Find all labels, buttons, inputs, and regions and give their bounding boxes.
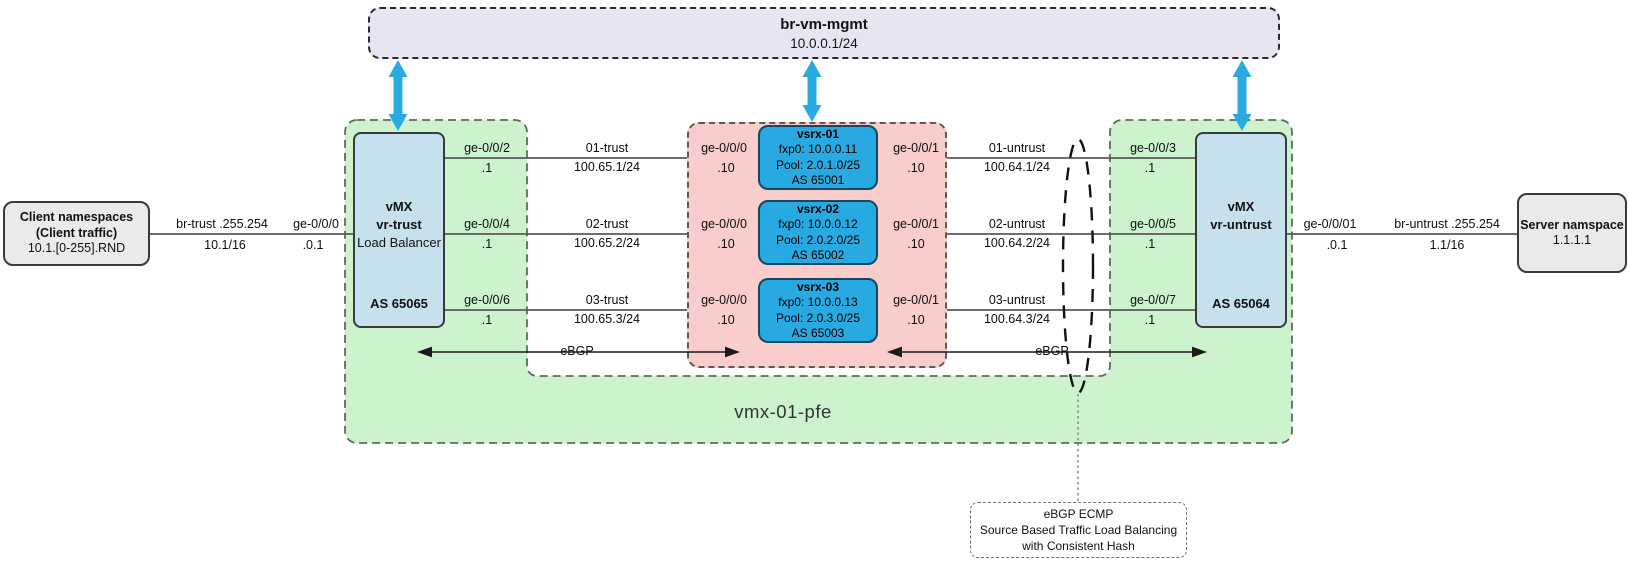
mgmt-bridge-name: br-vm-mgmt (780, 15, 868, 33)
trust3-vsrx-if: ge-0/0/0 (701, 292, 747, 307)
trust2-vsrx-if: ge-0/0/0 (701, 216, 747, 231)
trust2-subnet: 100.65.2/24 (573, 235, 641, 250)
untrust2-vsrx-if: ge-0/0/1 (893, 216, 939, 231)
untrust1-vsrx-if: ge-0/0/1 (893, 140, 939, 155)
ecmp-note-line3: with Consistent Hash (1022, 539, 1135, 553)
trust3-vmx-ip: .1 (481, 312, 493, 327)
vsrx-03-asn: AS 65003 (791, 326, 845, 340)
untrust3-vmx-ip: .1 (1144, 312, 1156, 327)
client-link-subnet: 10.1/16 (204, 237, 246, 252)
client-line2: (Client traffic) (35, 225, 118, 240)
ebgp-left-label: eBGP (560, 343, 594, 358)
vsrx-01-name: vsrx-01 (796, 126, 840, 141)
vmx-trust-title: vMX (385, 199, 413, 214)
server-link-name: br-untrust .255.254 (1394, 216, 1500, 231)
vsrx-03-box: vsrx-03 fxp0: 10.0.0.13 Pool: 2.0.3.0/25… (758, 278, 878, 343)
untrust2-vsrx-ip: .10 (907, 236, 925, 251)
ecmp-note-box: eBGP ECMP Source Based Traffic Load Bala… (970, 502, 1187, 558)
pfe-zone-label: vmx-01-pfe (734, 400, 832, 422)
untrust1-subnet: 100.64.1/24 (983, 159, 1051, 174)
ecmp-note-line1: eBGP ECMP (1043, 507, 1114, 521)
vmx-trust-asn: AS 65065 (370, 296, 428, 311)
vsrx-02-asn: AS 65002 (791, 248, 845, 262)
vmx-trust-role: vr-trust (376, 217, 422, 232)
untrust1-vsrx-ip: .10 (907, 160, 925, 175)
untrust3-vsrx-ip: .10 (907, 312, 925, 327)
trust1-vmx-ip: .1 (481, 160, 493, 175)
vmx-vr-trust-box: vMX vr-trust Load Balancer AS 65065 (353, 132, 445, 328)
vsrx-02-fxp0: fxp0: 10.0.0.12 (778, 217, 858, 231)
client-link-name: br-trust .255.254 (176, 216, 268, 231)
client-line1: Client namespaces (19, 210, 134, 225)
trust3-vsrx-ip: .10 (717, 312, 735, 327)
vmx-trust-function: Load Balancer (357, 235, 441, 250)
vsrx-02-pool: Pool: 2.0.2.0/25 (775, 232, 861, 247)
trust1-subnet: 100.65.1/24 (573, 159, 641, 174)
untrust1-net: 01-untrust (988, 140, 1046, 155)
client-link-vmx-ip: .0.1 (302, 237, 324, 252)
trust1-vsrx-if: ge-0/0/0 (701, 140, 747, 155)
vsrx-01-fxp0: fxp0: 10.0.0.11 (778, 142, 858, 156)
untrust3-net: 03-untrust (988, 292, 1046, 307)
vsrx-03-pool: Pool: 2.0.3.0/25 (775, 310, 861, 325)
untrust3-vsrx-if: ge-0/0/1 (893, 292, 939, 307)
server-link-vmx-ip: .0.1 (1326, 237, 1348, 252)
trust2-vmx-ip: .1 (481, 236, 493, 251)
trust3-vmx-if: ge-0/0/6 (464, 292, 510, 307)
client-namespace-box: Client namespaces (Client traffic) 10.1.… (3, 201, 150, 266)
vmx-untrust-role: vr-untrust (1210, 217, 1272, 232)
untrust2-subnet: 100.64.2/24 (983, 235, 1051, 250)
trust2-vsrx-ip: .10 (717, 236, 735, 251)
mgmt-bridge-ip: 10.0.0.1/24 (790, 35, 858, 51)
untrust1-vmx-if: ge-0/0/3 (1130, 140, 1176, 155)
trust2-vmx-if: ge-0/0/4 (464, 216, 510, 231)
ecmp-ellipse (1061, 137, 1095, 395)
mgmt-bridge-box: br-vm-mgmt 10.0.0.1/24 (368, 7, 1280, 59)
vsrx-01-asn: AS 65001 (791, 173, 845, 187)
untrust3-subnet: 100.64.3/24 (983, 311, 1051, 326)
untrust2-vmx-if: ge-0/0/5 (1130, 216, 1176, 231)
server-namespace-box: Server namspace 1.1.1.1 (1517, 193, 1627, 273)
server-line1: Server namspace (1520, 217, 1624, 232)
untrust1-vmx-ip: .1 (1144, 160, 1156, 175)
vsrx-01-box: vsrx-01 fxp0: 10.0.0.11 Pool: 2.0.1.0/25… (758, 125, 878, 190)
vsrx-01-pool: Pool: 2.0.1.0/25 (775, 157, 861, 172)
trust1-vmx-if: ge-0/0/2 (464, 140, 510, 155)
ebgp-right-label: eBGP (1035, 343, 1069, 358)
client-link-vmx-if: ge-0/0/0 (293, 216, 339, 231)
server-link-vmx-if: ge-0/0/01 (1303, 216, 1357, 231)
client-line3: 10.1.[0-255].RND (27, 241, 126, 256)
trust2-net: 02-trust (585, 216, 629, 231)
trust3-net: 03-trust (585, 292, 629, 307)
untrust2-net: 02-untrust (988, 216, 1046, 231)
vsrx-03-fxp0: fxp0: 10.0.0.13 (778, 295, 858, 309)
ecmp-note-line2: Source Based Traffic Load Balancing (979, 523, 1178, 537)
server-line2: 1.1.1.1 (1552, 233, 1592, 247)
trust1-net: 01-trust (585, 140, 629, 155)
untrust2-vmx-ip: .1 (1144, 236, 1156, 251)
vsrx-03-name: vsrx-03 (796, 279, 840, 294)
trust3-subnet: 100.65.3/24 (573, 311, 641, 326)
vsrx-02-box: vsrx-02 fxp0: 10.0.0.12 Pool: 2.0.2.0/25… (758, 200, 878, 265)
untrust3-vmx-if: ge-0/0/7 (1130, 292, 1176, 307)
vsrx-02-name: vsrx-02 (796, 201, 840, 216)
vmx-untrust-asn: AS 65064 (1212, 296, 1270, 311)
server-link-subnet: 1.1/16 (1429, 237, 1465, 252)
vmx-untrust-title: vMX (1227, 199, 1255, 214)
trust1-vsrx-ip: .10 (717, 160, 735, 175)
vmx-vr-untrust-box: vMX vr-untrust AS 65064 (1195, 132, 1287, 328)
